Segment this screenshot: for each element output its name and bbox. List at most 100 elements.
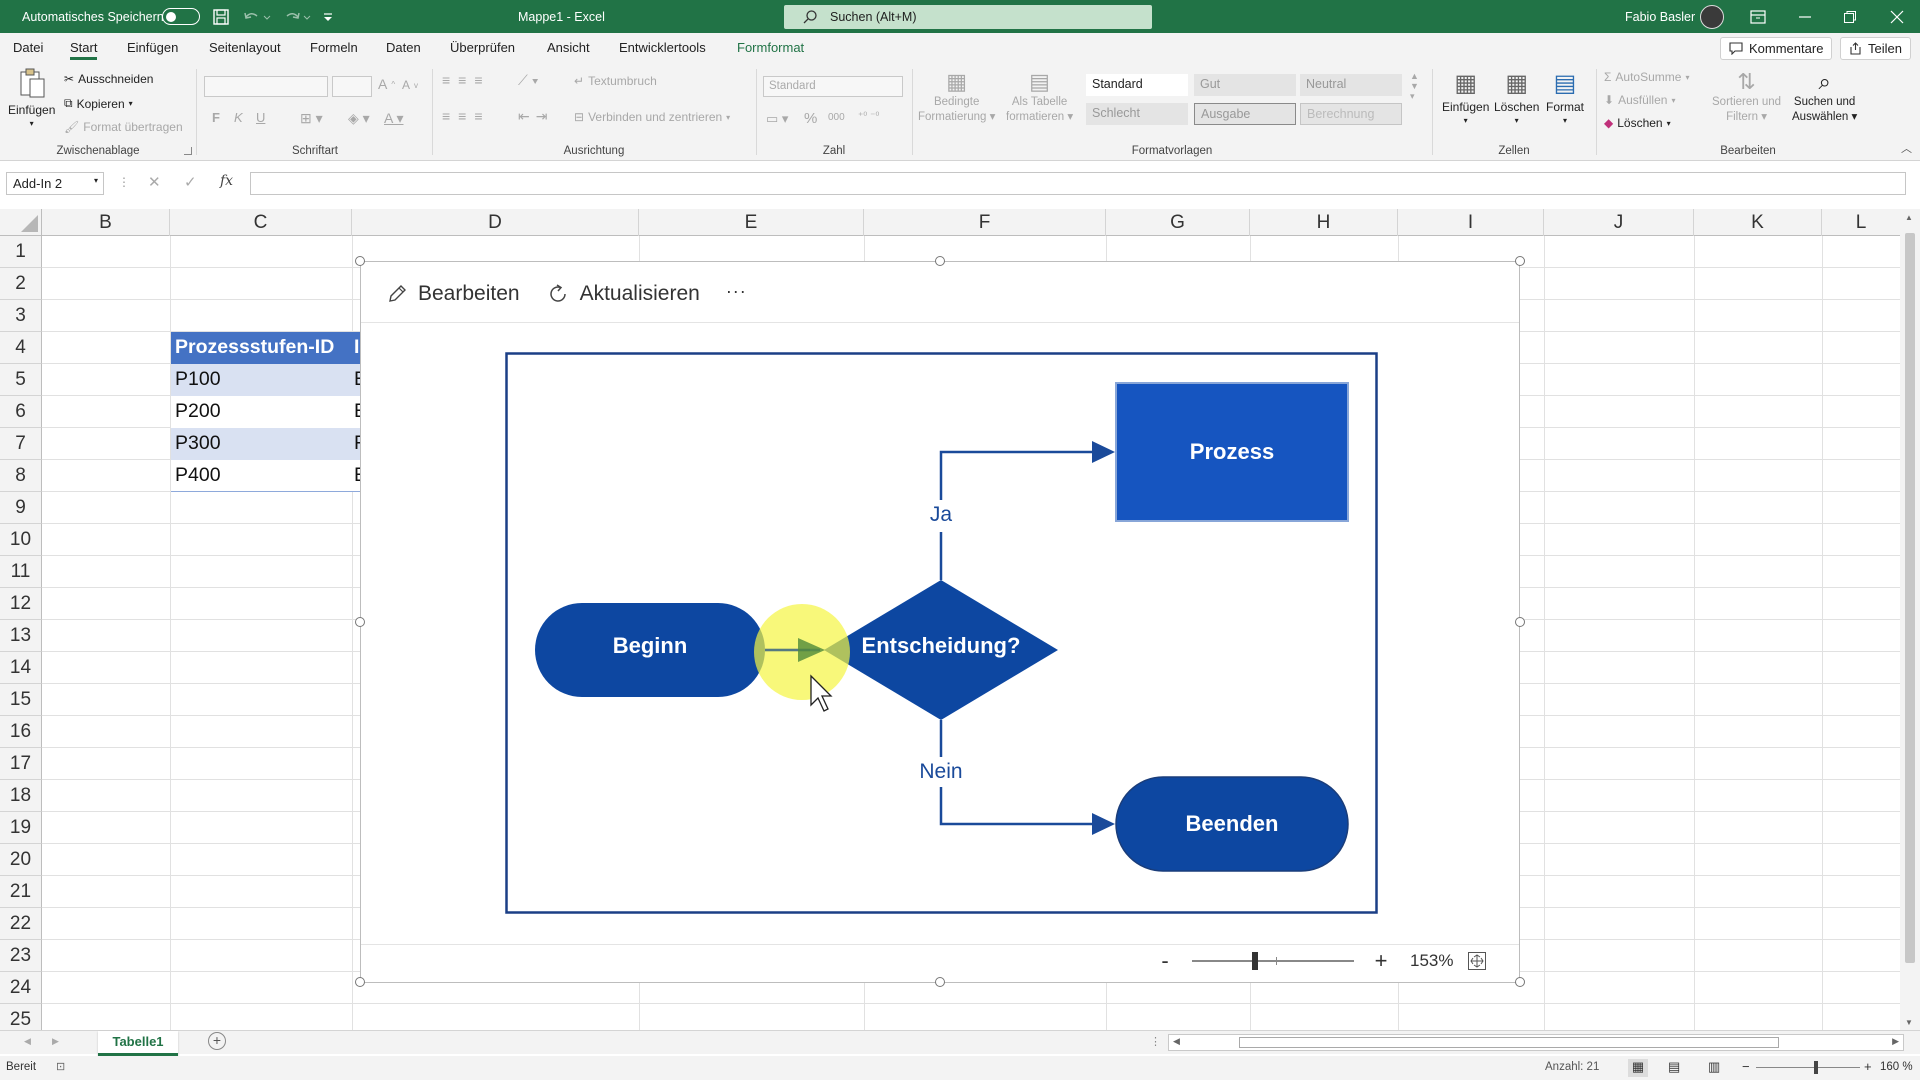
table-cell[interactable]: P300 xyxy=(171,428,361,460)
row-header[interactable]: 22 xyxy=(0,908,42,940)
find-select-button[interactable]: ⌕ Suchen und Auswählen ▾ xyxy=(1792,69,1858,123)
autosave-toggle[interactable] xyxy=(162,0,200,33)
column-header[interactable]: G xyxy=(1106,209,1250,236)
share-button[interactable]: Teilen xyxy=(1840,37,1911,60)
font-color-icon[interactable]: A ▾ xyxy=(384,110,404,126)
row-header[interactable]: 1 xyxy=(0,236,42,268)
row-header[interactable]: 4 xyxy=(0,332,42,364)
tab-formformat[interactable]: Formformat xyxy=(737,40,805,55)
resize-handle[interactable] xyxy=(1515,977,1525,987)
tab-ueberpruefen[interactable]: Überprüfen xyxy=(450,40,516,55)
row-header[interactable]: 8 xyxy=(0,460,42,492)
resize-handle[interactable] xyxy=(935,977,945,987)
table-cell[interactable]: P400 xyxy=(171,460,361,492)
conditional-format-button[interactable]: ▦ Bedingte Formatierung ▾ xyxy=(918,69,996,123)
table-cell[interactable]: P100 xyxy=(171,364,361,396)
column-header[interactable]: J xyxy=(1544,209,1694,236)
underline-button[interactable]: U xyxy=(256,110,266,125)
close-icon[interactable] xyxy=(1890,0,1904,33)
column-header[interactable]: K xyxy=(1694,209,1822,236)
style-berechnung[interactable]: Berechnung xyxy=(1300,103,1402,125)
insert-cells-button[interactable]: ▦ Einfügen▾ xyxy=(1442,70,1490,125)
status-zoom-level[interactable]: 160 % xyxy=(1880,1061,1913,1073)
collapse-ribbon-icon[interactable]: ︿ xyxy=(1901,143,1912,155)
status-zoom-in-icon[interactable]: + xyxy=(1864,1059,1872,1074)
row-header[interactable]: 20 xyxy=(0,844,42,876)
resize-handle[interactable] xyxy=(355,256,365,266)
column-header[interactable]: D xyxy=(352,209,639,236)
tab-einfuegen[interactable]: Einfügen xyxy=(127,40,179,55)
user-name[interactable]: Fabio Basler xyxy=(1625,9,1696,24)
edit-button[interactable]: Bearbeiten xyxy=(386,282,520,306)
wrap-text-button[interactable]: ↵Textumbruch xyxy=(574,74,657,88)
borders-icon[interactable]: ⊞ ▾ xyxy=(300,110,323,126)
format-cells-button[interactable]: ▤ Format▾ xyxy=(1546,70,1585,125)
status-zoom-out-icon[interactable]: − xyxy=(1742,1059,1750,1074)
resize-handle[interactable] xyxy=(935,256,945,266)
orientation-icon[interactable]: ⟋ ▾ xyxy=(518,72,539,88)
fit-to-window-icon[interactable] xyxy=(1467,951,1487,971)
zoom-out-button[interactable]: - xyxy=(1161,948,1169,973)
row-header[interactable]: 6 xyxy=(0,396,42,428)
currency-icon[interactable]: ▭ ▾ xyxy=(766,111,789,126)
row-header[interactable]: 3 xyxy=(0,300,42,332)
row-header[interactable]: 2 xyxy=(0,268,42,300)
grow-font-button[interactable]: A^ xyxy=(378,76,396,92)
row-header[interactable]: 5 xyxy=(0,364,42,396)
format-painter-button[interactable]: 🖌Format übertragen xyxy=(64,120,183,134)
select-all-corner[interactable] xyxy=(0,209,42,236)
page-break-view-icon[interactable]: ▥ xyxy=(1708,1059,1721,1074)
formula-input[interactable] xyxy=(250,172,1906,195)
number-format-select[interactable]: Standard xyxy=(763,76,903,97)
decision-diamond[interactable] xyxy=(824,580,1058,720)
merge-center-button[interactable]: ⊟Verbinden und zentrieren▾ xyxy=(574,110,731,124)
row-header[interactable]: 11 xyxy=(0,556,42,588)
sheet-tab[interactable]: Tabelle1 xyxy=(98,1031,178,1056)
tab-splitter-icon[interactable]: ⋮ xyxy=(1150,1036,1161,1048)
column-header[interactable]: F xyxy=(864,209,1106,236)
indent-icons[interactable]: ⇤⇥ xyxy=(518,108,554,124)
italic-button[interactable]: K xyxy=(234,110,243,125)
row-header[interactable]: 15 xyxy=(0,684,42,716)
more-options-button[interactable]: ··· xyxy=(725,280,747,301)
status-zoom-slider[interactable] xyxy=(1756,1061,1860,1074)
style-gut[interactable]: Gut xyxy=(1194,74,1296,96)
tab-datei[interactable]: Datei xyxy=(13,40,44,55)
decimal-icons[interactable]: ⁺⁰ ⁻⁰ xyxy=(858,111,880,122)
row-header[interactable]: 21 xyxy=(0,876,42,908)
fill-button[interactable]: ⬇Ausfüllen▾ xyxy=(1604,93,1676,107)
cancel-entry-icon[interactable]: ✕ xyxy=(148,174,161,191)
avatar[interactable] xyxy=(1700,0,1724,33)
start-terminator[interactable] xyxy=(535,603,765,697)
cut-button[interactable]: ✂Ausschneiden xyxy=(64,72,153,86)
thousands-button[interactable]: 000 xyxy=(828,112,845,123)
sort-filter-button[interactable]: ⇅ Sortieren und Filtern ▾ xyxy=(1712,69,1782,123)
tab-ansicht[interactable]: Ansicht xyxy=(547,40,590,55)
insert-function-icon[interactable]: fx xyxy=(220,173,234,189)
horizontal-align-icons[interactable]: ≡≡≡ xyxy=(442,108,491,124)
end-terminator[interactable] xyxy=(1115,776,1349,872)
accessibility-icon[interactable]: ⊡ xyxy=(56,1061,66,1073)
column-header[interactable]: L xyxy=(1855,212,1867,233)
tab-entwicklertools[interactable]: Entwicklertools xyxy=(619,40,706,55)
paste-button[interactable]: Einfügen ▾ xyxy=(8,67,55,128)
delete-cells-button[interactable]: ▦ Löschen▾ xyxy=(1494,70,1540,125)
zoom-slider[interactable] xyxy=(1192,951,1354,971)
normal-view-icon[interactable]: ▦ xyxy=(1628,1059,1648,1077)
comments-button[interactable]: Kommentare xyxy=(1720,37,1833,60)
style-standard[interactable]: Standard xyxy=(1086,74,1188,96)
undo-icon[interactable] xyxy=(242,0,272,33)
zoom-in-button[interactable]: + xyxy=(1374,948,1388,973)
resize-handle[interactable] xyxy=(1515,617,1525,627)
restore-icon[interactable] xyxy=(1843,0,1857,33)
tab-seitenlayout[interactable]: Seitenlayout xyxy=(209,40,281,55)
row-header[interactable]: 14 xyxy=(0,652,42,684)
customize-qat-icon[interactable] xyxy=(322,0,334,33)
row-header[interactable]: 9 xyxy=(0,492,42,524)
row-header[interactable]: 10 xyxy=(0,524,42,556)
ribbon-display-icon[interactable] xyxy=(1750,0,1766,33)
sheet-next-icon[interactable]: ▶ xyxy=(52,1036,59,1046)
dialog-launcher-icon[interactable] xyxy=(184,147,192,155)
row-header[interactable]: 13 xyxy=(0,620,42,652)
